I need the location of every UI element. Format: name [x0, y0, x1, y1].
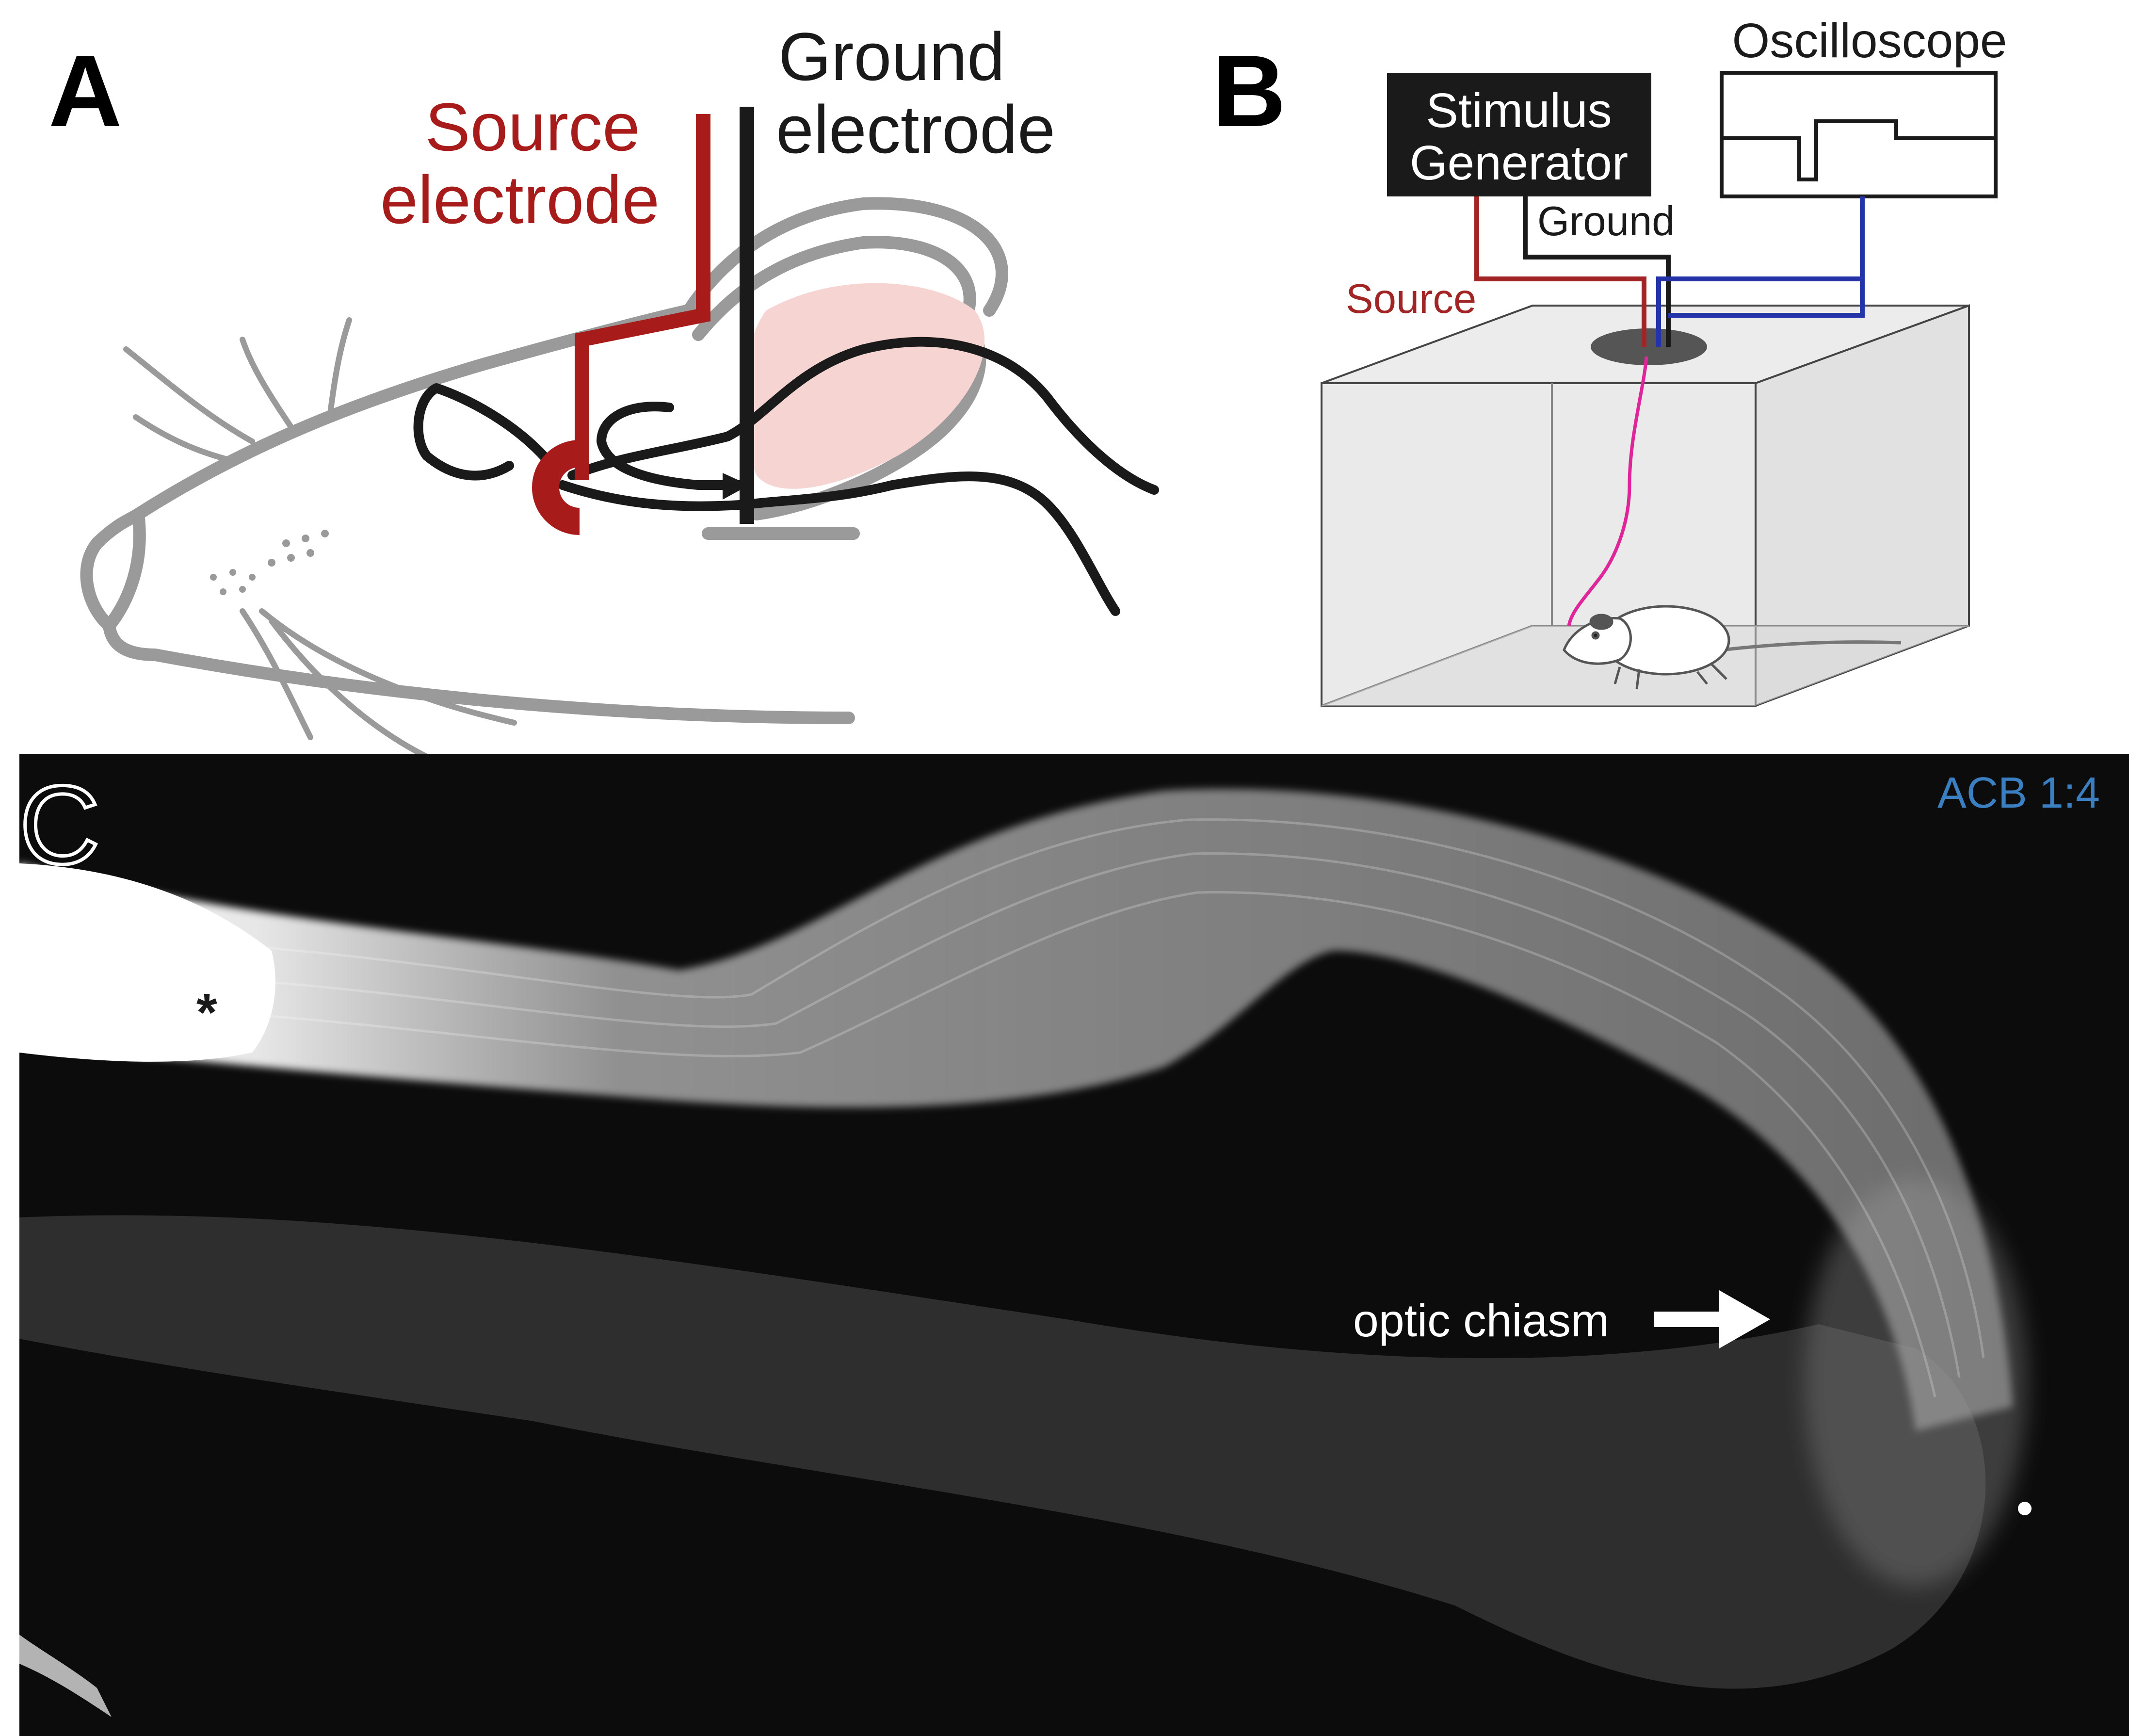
optic-chiasm-label: optic chiasm	[1353, 1295, 1609, 1347]
panel-a: A	[48, 18, 1159, 760]
recording-wire-1	[1656, 196, 1865, 347]
oscilloscope-trace	[1722, 119, 1996, 181]
ground-arrowhead	[723, 473, 749, 500]
contralateral-nerve	[19, 1215, 1986, 1689]
injection-asterisk: *	[196, 983, 217, 1042]
source-electrode-label-1: Source	[425, 89, 640, 165]
source-wire-label: Source	[1346, 276, 1476, 322]
panel-a-label: A	[48, 34, 122, 148]
stimulus-generator-label-1: Stimulus	[1426, 83, 1612, 138]
panel-b-label: B	[1212, 34, 1286, 148]
panel-c-label: C	[19, 763, 100, 887]
stimulus-generator-label-2: Generator	[1410, 136, 1628, 190]
ground-wire	[1523, 196, 1671, 347]
labeled-optic-nerve	[19, 789, 2013, 1431]
ground-electrode-label-1: Ground	[778, 18, 1005, 95]
bright-speck	[19, 1635, 112, 1717]
source-wire	[1474, 196, 1646, 347]
ground-wire-label: Ground	[1537, 198, 1675, 244]
target-brain-region	[743, 283, 985, 489]
bright-spot	[2018, 1502, 2032, 1515]
ground-electrode-label-2: electrode	[776, 91, 1055, 167]
recording-chamber	[1321, 304, 1970, 707]
mouse-in-chamber	[1563, 605, 1902, 689]
source-electrode-tip	[532, 440, 581, 535]
oscilloscope-label: Oscilloscope	[1732, 14, 2007, 68]
whisker-pad-dots	[210, 530, 329, 595]
source-electrode	[575, 114, 710, 480]
panel-b: B Stimulus Generator Oscilloscope Ground…	[1212, 14, 2007, 707]
staining-annotation: ACB 1:4	[1937, 769, 2100, 817]
axon-fibers	[242, 818, 1985, 1397]
source-electrode-label-2: electrode	[380, 162, 660, 238]
tether-fiber	[1567, 356, 1648, 626]
commutator-port	[1591, 328, 1707, 365]
whiskers	[123, 317, 517, 760]
brain-outline	[413, 337, 1159, 616]
recording-wire-2	[1668, 279, 1865, 318]
oscilloscope-box	[1720, 71, 1998, 198]
injection-site	[19, 863, 275, 1062]
optic-chiasm-arrow	[1654, 1290, 1770, 1348]
stimulus-generator-box	[1387, 73, 1651, 196]
panel-c: C ACB 1:4 * optic chiasm	[18, 754, 2129, 1736]
